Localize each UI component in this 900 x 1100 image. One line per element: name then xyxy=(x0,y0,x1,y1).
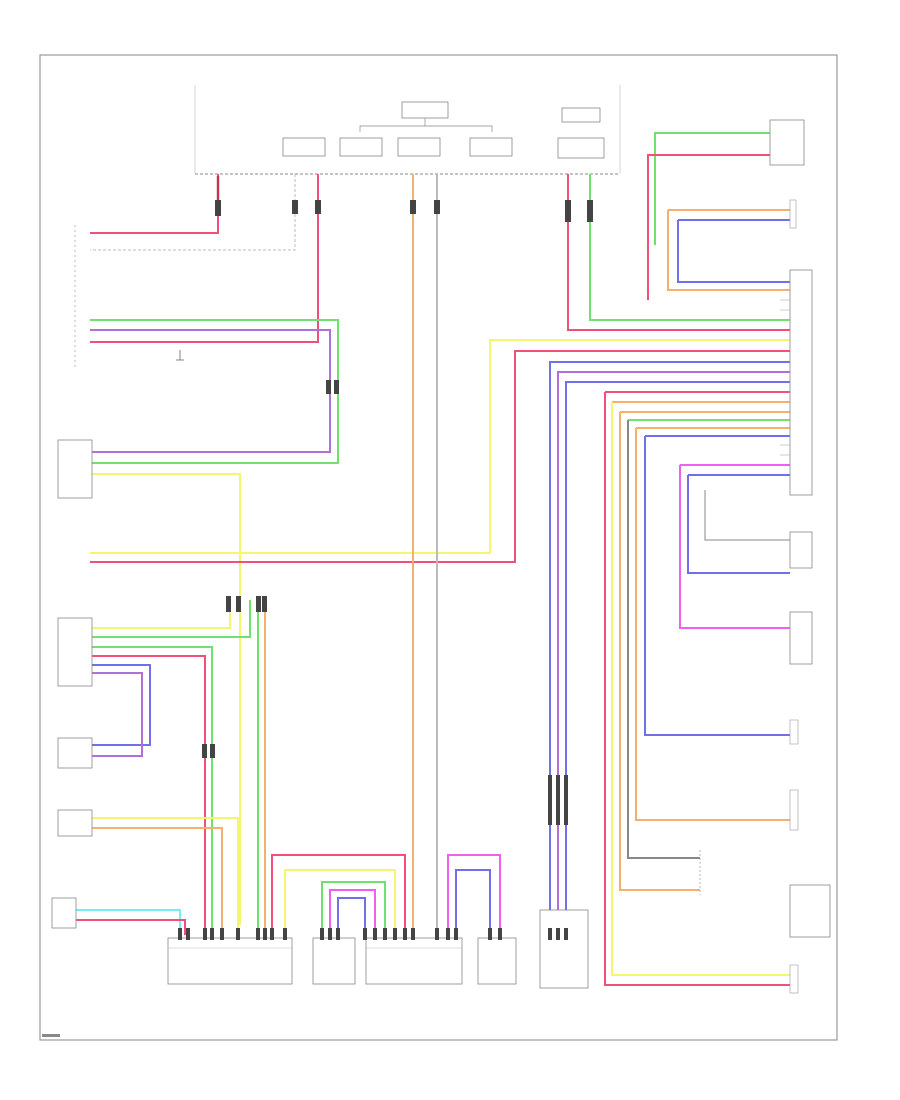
tick-lines xyxy=(780,299,790,456)
bottom-module-2 xyxy=(312,937,356,985)
footer-mark xyxy=(42,1034,60,1037)
ground-mark xyxy=(176,350,184,361)
right-module-4 xyxy=(789,611,813,665)
module-connector-5 xyxy=(401,101,449,119)
bottom-components xyxy=(167,909,589,989)
bottom-module-4 xyxy=(477,937,517,985)
right-module-1 xyxy=(769,119,805,166)
top-control-module xyxy=(194,85,621,175)
left-module-4 xyxy=(57,809,93,837)
bottom-module-1 xyxy=(167,937,293,985)
bottom-module-5 xyxy=(539,909,589,989)
module-connector-2 xyxy=(339,137,383,157)
right-module-3 xyxy=(789,531,813,569)
left-module-1 xyxy=(57,439,93,499)
left-components xyxy=(51,225,93,929)
left-module-3 xyxy=(57,737,93,769)
module-connector-1 xyxy=(282,137,326,157)
module-connector-3 xyxy=(397,137,441,157)
right-components xyxy=(699,119,831,994)
module-connector-7 xyxy=(561,107,601,123)
left-module-2 xyxy=(57,617,93,687)
bottom-pins xyxy=(178,928,568,940)
left-module-5 xyxy=(51,897,77,929)
bottom-module-3 xyxy=(365,937,463,985)
right-module-5 xyxy=(789,884,831,938)
module-connector-4 xyxy=(469,137,513,157)
right-module-2 xyxy=(789,269,813,496)
connector-pins xyxy=(202,200,593,825)
diagram-frame xyxy=(39,54,838,1041)
wires xyxy=(75,132,790,986)
module-connector-6 xyxy=(557,137,605,159)
